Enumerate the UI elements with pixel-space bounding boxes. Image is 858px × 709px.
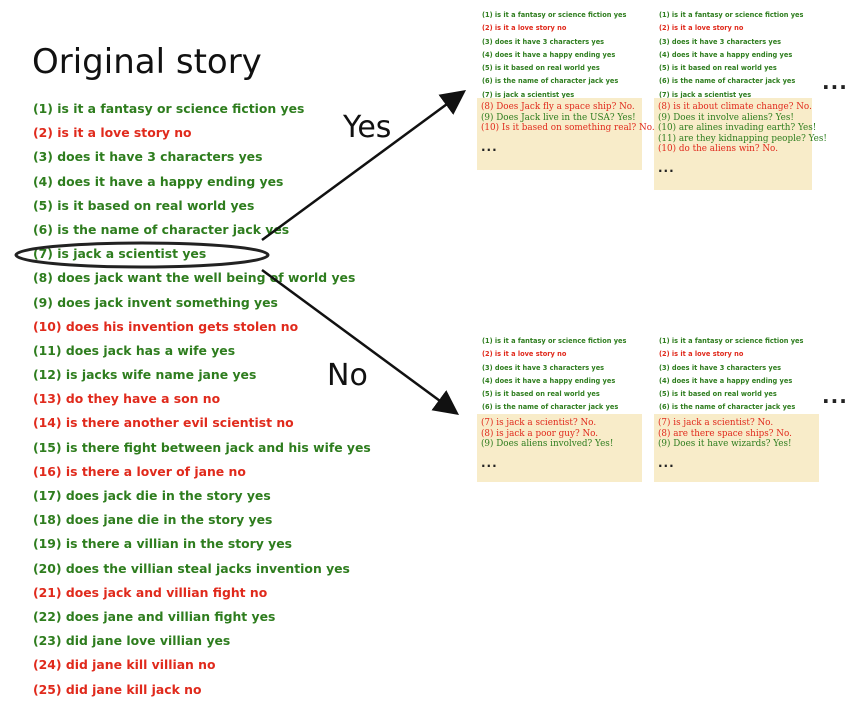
question-item: (7) is jack a scientist yes	[33, 246, 207, 262]
panel-prefix-item: (1) is it a fantasy or science fiction y…	[482, 11, 627, 19]
panel-prefix-item: (7) is jack a scientist yes	[659, 90, 752, 99]
panel-prefix-item: (7) is jack a scientist yes	[482, 90, 575, 99]
panel-prefix-item: (3) does it have 3 characters yes	[659, 37, 782, 46]
panel-ellipsis: ...	[658, 160, 675, 175]
panel-prefix-item: (3) does it have 3 characters yes	[482, 37, 605, 46]
panel-ellipsis: ...	[481, 455, 498, 470]
question-item: (21) does jack and villian fight no	[33, 584, 268, 600]
question-item: (15) is there fight between jack and his…	[33, 439, 371, 455]
page-title: Original story	[32, 42, 262, 82]
panel-prefix-item: (2) is it a love story no	[659, 350, 744, 359]
panel-question: (10) do the aliens win? No.	[658, 144, 778, 155]
panel-prefix-item: (6) is the name of character jack yes	[482, 403, 619, 412]
panel-prefix-item: (6) is the name of character jack yes	[482, 77, 619, 86]
panel-no-2-box: (7) is jack a scientist? No.(8) are ther…	[654, 414, 819, 482]
question-item: (17) does jack die in the story yes	[33, 488, 271, 503]
original-question-list: (1) is it a fantasy or science fiction y…	[33, 98, 371, 703]
panel-question: (9) Does Jack live in the USA? Yes!	[481, 112, 636, 123]
panel-yes-1-box: (8) Does Jack fly a space ship? No.(9) D…	[477, 98, 655, 170]
panel-prefix-item: (4) does it have a happy ending yes	[482, 50, 616, 59]
panel-question: (10) are alines invading earth? Yes!	[658, 123, 817, 134]
question-item: (20) does the villian steal jacks invent…	[33, 560, 350, 576]
panel-yes-1-prefix: (1) is it a fantasy or science fiction y…	[482, 10, 626, 103]
panel-prefix-item: (5) is it based on real world yes	[482, 390, 600, 399]
question-item: (10) does his invention gets stolen no	[33, 318, 299, 334]
question-item: (14) is there another evil scientist no	[33, 415, 294, 431]
panel-prefix-item: (5) is it based on real world yes	[659, 64, 777, 73]
question-item: (5) is it based on real world yes	[33, 197, 255, 213]
panel-question: (11) are they kidnapping people? Yes!	[658, 133, 827, 144]
panel-question: (7) is jack a scientist? No.	[481, 418, 597, 428]
more-yes-ellipsis: ...	[822, 70, 848, 94]
panel-prefix-item: (4) does it have a happy ending yes	[659, 376, 793, 385]
question-item: (19) is there a villian in the story yes	[33, 536, 293, 552]
question-item: (4) does it have a happy ending yes	[33, 173, 284, 189]
question-item: (25) did jane kill jack no	[33, 681, 202, 697]
panel-yes-2-prefix: (1) is it a fantasy or science fiction y…	[659, 10, 803, 103]
highlight-ellipse	[14, 241, 270, 269]
panel-prefix-item: (3) does it have 3 characters yes	[482, 363, 605, 372]
question-item: (22) does jane and villian fight yes	[33, 608, 276, 624]
panel-question: (9) Does aliens involved? Yes!	[481, 439, 614, 450]
question-item: (1) is it a fantasy or science fiction y…	[33, 101, 305, 116]
panel-prefix-item: (6) is the name of character jack yes	[659, 77, 796, 86]
panel-prefix-item: (5) is it based on real world yes	[482, 64, 600, 73]
branch-no-label: No	[327, 358, 368, 393]
question-item: (8) does jack want the well being of wor…	[33, 270, 356, 286]
panel-question: (10) Is it based on something real? No.	[481, 123, 655, 134]
panel-prefix-item: (4) does it have a happy ending yes	[659, 50, 793, 59]
panel-prefix-item: (1) is it a fantasy or science fiction y…	[482, 337, 627, 345]
panel-no-2-prefix: (1) is it a fantasy or science fiction y…	[659, 336, 803, 416]
panel-question: (9) Does it involve aliens? Yes!	[658, 112, 794, 123]
more-no-ellipsis: ...	[822, 384, 848, 408]
panel-question: (7) is jack a scientist? No.	[658, 418, 774, 428]
question-item: (24) did jane kill villian no	[33, 657, 216, 673]
question-item: (3) does it have 3 characters yes	[33, 149, 263, 165]
panel-prefix-item: (2) is it a love story no	[482, 350, 567, 359]
panel-ellipsis: ...	[481, 139, 498, 154]
question-item: (13) do they have a son no	[33, 391, 221, 407]
panel-ellipsis: ...	[658, 455, 675, 470]
branch-yes-label: Yes	[343, 110, 392, 145]
question-item: (6) is the name of character jack yes	[33, 221, 290, 237]
panel-question: (8) is it about climate change? No.	[658, 102, 812, 112]
arrow-yes	[261, 90, 467, 242]
panel-no-1-box: (7) is jack a scientist? No.(8) is jack …	[477, 414, 642, 482]
panel-prefix-item: (4) does it have a happy ending yes	[482, 376, 616, 385]
panel-question: (8) Does Jack fly a space ship? No.	[481, 102, 635, 112]
panel-prefix-item: (6) is the name of character jack yes	[659, 403, 796, 412]
panel-question: (8) is jack a poor guy? No.	[481, 428, 599, 439]
panel-question: (8) are there space ships? No.	[658, 428, 792, 439]
panel-prefix-item: (5) is it based on real world yes	[659, 390, 777, 399]
question-item: (18) does jane die in the story yes	[33, 512, 273, 528]
arrow-no	[261, 268, 460, 415]
panel-prefix-item: (1) is it a fantasy or science fiction y…	[659, 337, 804, 345]
question-item: (12) is jacks wife name jane yes	[33, 367, 257, 383]
panel-prefix-item: (3) does it have 3 characters yes	[659, 363, 782, 372]
question-item: (9) does jack invent something yes	[33, 294, 278, 310]
panel-prefix-item: (2) is it a love story no	[659, 24, 744, 33]
panel-yes-2-box: (8) is it about climate change? No.(9) D…	[654, 98, 827, 190]
question-item: (11) does jack has a wife yes	[33, 342, 236, 358]
question-item: (23) did jane love villian yes	[33, 633, 231, 649]
question-item: (16) is there a lover of jane no	[33, 463, 246, 479]
panel-question: (9) Does it have wizards? Yes!	[658, 439, 792, 450]
panel-no-1-prefix: (1) is it a fantasy or science fiction y…	[482, 336, 626, 416]
panel-prefix-item: (1) is it a fantasy or science fiction y…	[659, 11, 804, 19]
panel-prefix-item: (2) is it a love story no	[482, 24, 567, 33]
question-item: (2) is it a love story no	[33, 125, 192, 141]
